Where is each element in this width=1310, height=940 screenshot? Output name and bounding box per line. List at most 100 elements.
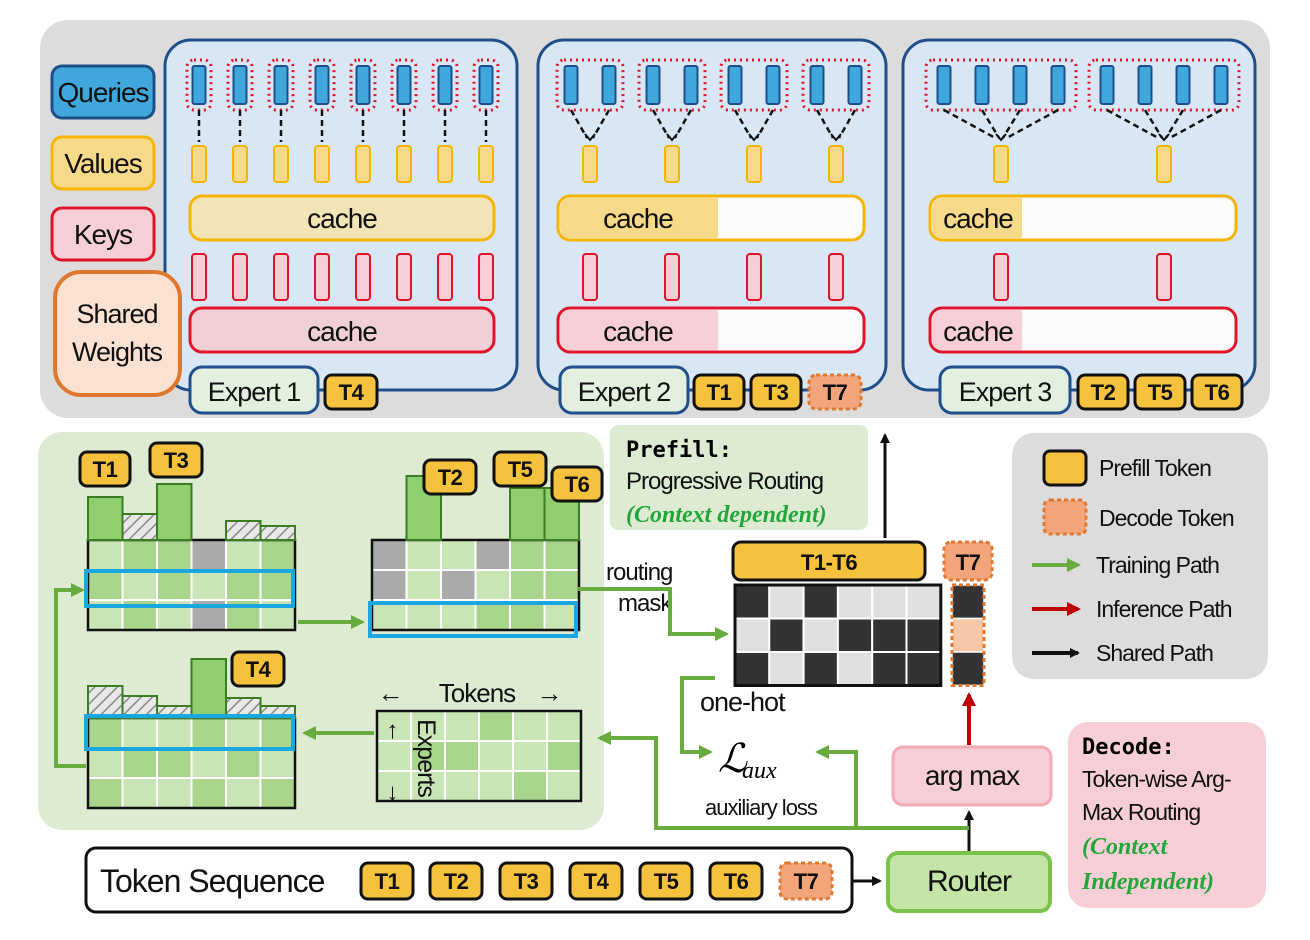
grid1-cell [121, 569, 158, 601]
decode-token-bar: T7 [942, 540, 994, 582]
svg-text:T3: T3 [764, 380, 789, 405]
query-vector [1050, 65, 1066, 105]
query-vector [355, 65, 371, 105]
svg-text:arg max: arg max [925, 760, 1020, 791]
token-expert-grid-cell [444, 770, 480, 802]
legend-training-path: Training Path [1096, 552, 1219, 578]
value-vector [746, 145, 762, 183]
token-expert-grid-cell [546, 740, 582, 772]
aux-loss-subscript: aux [742, 758, 777, 784]
key-vector [273, 253, 289, 301]
head-mapping-arrow [1158, 133, 1170, 142]
key-vector [478, 253, 494, 301]
svg-text:T4: T4 [246, 657, 272, 682]
router-box: Router [886, 851, 1052, 913]
grid3-cell [225, 747, 262, 779]
grid3-cell [225, 717, 262, 749]
query-vector [191, 65, 207, 105]
qkv-glyphs [185, 58, 1241, 301]
tokens-arrow-right: → [537, 678, 562, 708]
query-group-outline [719, 58, 789, 112]
grid1-cell [225, 539, 262, 571]
token-expert-grid-cell [444, 710, 480, 742]
head-mapping-line [1001, 109, 1022, 139]
mask-cell [905, 651, 942, 687]
head-mapping-line [673, 109, 693, 139]
tokens-axis-label: Tokens [439, 678, 516, 708]
head-mapping-line [733, 109, 753, 139]
grid3-bar [190, 658, 227, 719]
token-expert-grid-cell [512, 740, 548, 772]
grid3-cell [259, 717, 296, 749]
grid3-cell [87, 717, 124, 749]
value-vector [396, 145, 412, 183]
svg-text:T2: T2 [1091, 380, 1116, 405]
grid3-cell [156, 777, 193, 809]
grid2-cell [474, 539, 511, 571]
arrows [54, 433, 976, 886]
head-mapping-line [591, 109, 611, 139]
value-vector [582, 145, 598, 183]
expert-3-values-cache: cache [943, 203, 1013, 234]
experts-arrow-down: ↓ [387, 779, 398, 806]
head-mapping-line [651, 109, 671, 139]
sequence-token-t4: T4 [568, 861, 624, 901]
query-vector [847, 65, 863, 105]
mask-cell [836, 617, 874, 653]
sequence-token-label: T6 [724, 869, 749, 894]
head-mapping-arrow [748, 133, 760, 142]
sequence-token-box [568, 861, 624, 901]
mask-cell [905, 617, 942, 653]
grid1-bar [121, 513, 158, 541]
token-expert-grid-cell [546, 770, 582, 802]
value-vector [828, 145, 844, 183]
sequence-token-t2: T2 [428, 861, 484, 901]
tokens-arrow-left: ← [378, 678, 403, 708]
query-vector [683, 65, 699, 105]
expert-2-panel: cache cache [536, 38, 888, 392]
routing-mask-line1: routing [606, 559, 672, 586]
token-expert-grid-cell [546, 710, 582, 742]
grid3-cell [259, 747, 296, 779]
values-legend: Values [50, 135, 156, 191]
grid2-cell [405, 539, 442, 571]
mask-cell [871, 584, 908, 620]
mask-cell [768, 584, 805, 620]
head-mapping-line [837, 109, 857, 139]
grid2-cell [509, 539, 546, 571]
queries-legend: Queries [50, 64, 156, 120]
decode-mask-cell [951, 617, 985, 653]
token-expert-grid-cell [512, 770, 548, 802]
sequence-token-label: T1 [375, 869, 400, 894]
key-vector [396, 253, 412, 301]
svg-text:T6: T6 [1205, 380, 1230, 405]
keys-label: Keys [74, 219, 132, 250]
mask-cell [871, 617, 908, 653]
token-expert-grid-cell [376, 740, 412, 772]
expert-3-token-t5: T5 [1133, 373, 1187, 411]
query-vector [563, 65, 579, 105]
sequence-token-label: T2 [444, 869, 469, 894]
expert-1-token-t4: T4 [323, 373, 379, 411]
query-group-outline [555, 58, 625, 112]
expert-3-token-t6: T6 [1190, 373, 1244, 411]
grid1-cell [87, 569, 124, 601]
grid3-highlight [84, 714, 295, 751]
grid1-bar [225, 520, 262, 541]
grid1-highlight [84, 569, 295, 608]
key-vector [314, 253, 330, 301]
sequence-token-label: T3 [514, 869, 539, 894]
mask-cell [802, 617, 839, 653]
query-vector [645, 65, 661, 105]
expert-3-token-t2: T2 [1076, 373, 1130, 411]
sequence-token-label: T4 [584, 869, 610, 894]
svg-text:T5: T5 [508, 457, 533, 482]
decode-line2: Max Routing [1082, 799, 1200, 825]
sequence-token-box [428, 861, 484, 901]
grid1-cell [156, 569, 193, 601]
svg-text:T1-T6: T1-T6 [801, 550, 857, 575]
key-vector [232, 253, 248, 301]
sequence-token-t7: T7 [778, 861, 834, 901]
token-expert-grid-cell [444, 740, 480, 772]
